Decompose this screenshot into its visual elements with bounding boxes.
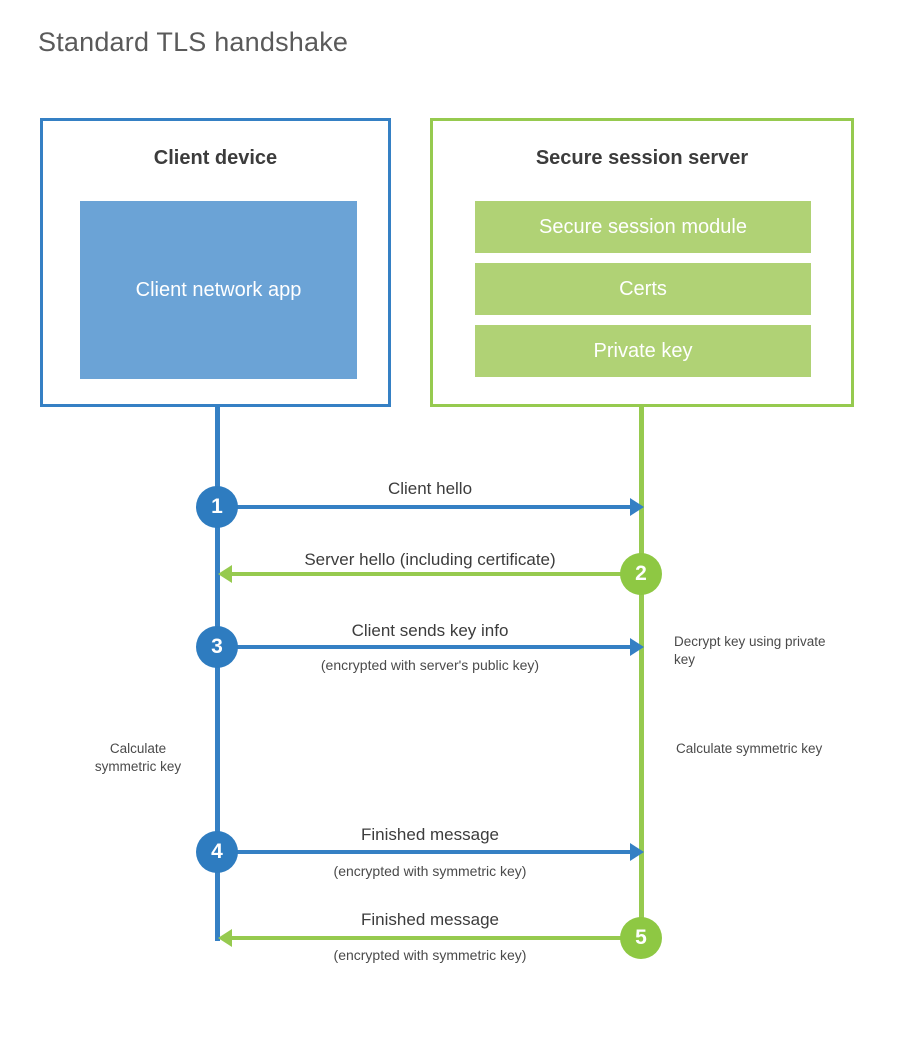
step-4-arrow-head xyxy=(630,843,644,861)
server-module-private-key: Private key xyxy=(475,325,811,377)
step-2-arrow-line xyxy=(232,572,641,576)
secure-session-server-title: Secure session server xyxy=(535,147,749,169)
client-device-box: Client device Client network app xyxy=(40,118,391,407)
step-4-arrow-line xyxy=(218,850,634,854)
client-network-app-block: Client network app xyxy=(80,201,357,379)
server-module-certs: Certs xyxy=(475,263,811,315)
step-5-arrow-head xyxy=(218,929,232,947)
server-calculate-symmetric-key-note: Calculate symmetric key xyxy=(676,741,823,756)
step-5-sublabel: (encrypted with symmetric key) xyxy=(333,947,527,963)
step-3-arrow-head xyxy=(630,638,644,656)
step-5-circle: 5 xyxy=(620,917,662,959)
step-2-circle: 2 xyxy=(620,553,662,595)
step-3-sublabel: (encrypted with server's public key) xyxy=(320,657,540,673)
client-lifeline xyxy=(215,404,220,941)
step-1-label: Client hello xyxy=(387,479,473,498)
page-title: Standard TLS handshake xyxy=(38,27,349,57)
step-4-circle: 4 xyxy=(196,831,238,873)
step-1-arrow-head xyxy=(630,498,644,516)
server-decrypt-note: Decrypt key using private key xyxy=(674,634,826,667)
step-1-circle: 1 xyxy=(196,486,238,528)
step-1-arrow-line xyxy=(218,505,634,509)
step-2-label: Server hello (including certificate) xyxy=(304,550,556,569)
server-module-list: Secure session module Certs Private key xyxy=(475,201,811,377)
secure-session-server-box: Secure session server Secure session mod… xyxy=(430,118,854,407)
step-3-label: Client sends key info xyxy=(351,621,509,640)
step-5-label: Finished message xyxy=(361,910,499,929)
client-device-title: Client device xyxy=(153,147,278,169)
step-3-circle: 3 xyxy=(196,626,238,668)
step-3-arrow-line xyxy=(218,645,634,649)
step-4-label: Finished message xyxy=(361,825,499,844)
step-5-arrow-line xyxy=(232,936,641,940)
step-4-sublabel: (encrypted with symmetric key) xyxy=(333,863,527,879)
server-module-secure-session-module: Secure session module xyxy=(475,201,811,253)
step-2-arrow-head xyxy=(218,565,232,583)
client-calculate-symmetric-key-note: Calculate symmetric key xyxy=(94,741,182,774)
server-lifeline xyxy=(639,404,644,939)
